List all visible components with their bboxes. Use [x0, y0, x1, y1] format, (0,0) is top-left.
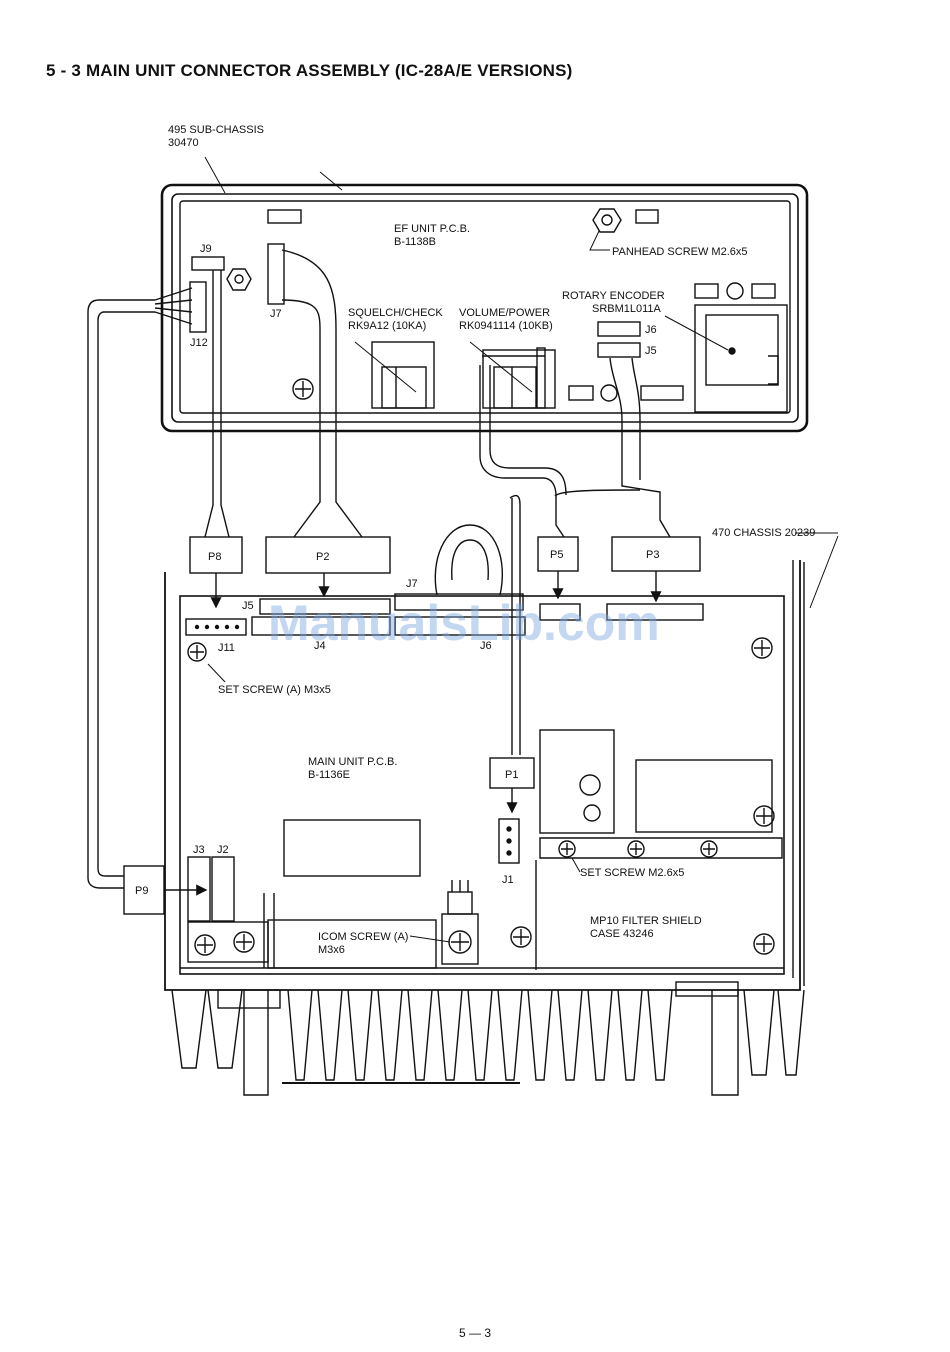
main-j4-label: J4 — [314, 640, 326, 652]
screw-icon-group — [187, 637, 775, 956]
set-screw-a-label: SET SCREW (A) M3x5 — [218, 684, 331, 696]
squelch-part: RK9A12 (10KA) — [348, 320, 426, 332]
ef-unit-number: B-1138B — [394, 236, 436, 248]
volume-part: RK0941114 (10KB) — [459, 320, 553, 332]
chassis-470-label: 470 CHASSIS 20239 — [712, 527, 815, 539]
sub-chassis-outline — [160, 156, 809, 433]
main-j5-label: J5 — [242, 600, 254, 612]
icom-screw-size: M3x6 — [318, 944, 345, 956]
diagram-labels: 495 SUB-CHASSIS 30470 EF UNIT P.C.B. B-1… — [168, 124, 815, 956]
j7-loop — [434, 524, 504, 596]
plug-p5-label: P5 — [550, 549, 563, 561]
ef-j9-label: J9 — [200, 243, 212, 255]
ef-j5-label: J5 — [645, 345, 657, 357]
ef-connectors — [189, 243, 285, 333]
volume-label: VOLUME/POWER — [459, 307, 550, 319]
set-screw-m26-label: SET SCREW M2.6x5 — [580, 867, 684, 879]
main-j3-label: J3 — [193, 844, 205, 856]
filter-shield-label: MP10 FILTER SHIELD — [590, 915, 702, 927]
ef-j7-label: J7 — [270, 308, 282, 320]
main-unit-number: B-1136E — [308, 769, 350, 781]
plug-p9-label: P9 — [135, 885, 148, 897]
page-title: 5 - 3 MAIN UNIT CONNECTOR ASSEMBLY (IC-2… — [46, 61, 573, 80]
main-j7-label: J7 — [406, 578, 418, 590]
ef-board-components — [191, 208, 788, 413]
heatsink-fins — [171, 981, 805, 1096]
main-j2-label: J2 — [217, 844, 229, 856]
panhead-screw-label: PANHEAD SCREW M2.6x5 — [612, 246, 748, 258]
ef-j6-label: J6 — [645, 324, 657, 336]
main-j6-label: J6 — [480, 640, 492, 652]
main-j1-label: J1 — [502, 874, 514, 886]
leader-lines — [207, 230, 729, 943]
icom-screw-label: ICOM SCREW (A) — [318, 931, 408, 943]
ef-unit-label: EF UNIT P.C.B. — [394, 223, 470, 235]
watermark: ManualsLib.com — [268, 595, 660, 651]
main-board-components — [187, 729, 783, 970]
plug-p8-label: P8 — [208, 551, 221, 563]
plug-p1-label: P1 — [505, 769, 518, 781]
squelch-label: SQUELCH/CHECK — [348, 307, 443, 319]
arrows — [164, 571, 662, 896]
potentiometers — [371, 341, 556, 409]
sub-chassis-label: 495 SUB-CHASSIS — [168, 124, 264, 136]
main-unit-label: MAIN UNIT P.C.B. — [308, 756, 397, 768]
sub-chassis-number: 30470 — [168, 137, 199, 149]
page-number: 5 — 3 — [458, 1326, 491, 1340]
connector-labels: J9 J12 J7 J6 J5 P8 P2 P5 P3 P1 P9 J5 J7 … — [135, 243, 659, 897]
plug-p2-label: P2 — [316, 551, 329, 563]
filter-shield-part: CASE 43246 — [590, 928, 654, 940]
rotary-encoder-part: SRBM1L011A — [592, 303, 662, 315]
rotary-encoder-label: ROTARY ENCODER — [562, 290, 665, 302]
main-board-connectors — [185, 593, 704, 922]
cables — [87, 249, 671, 889]
ef-j12-label: J12 — [190, 337, 208, 349]
main-j11-label: J11 — [218, 642, 235, 654]
plug-p3-label: P3 — [646, 549, 659, 561]
